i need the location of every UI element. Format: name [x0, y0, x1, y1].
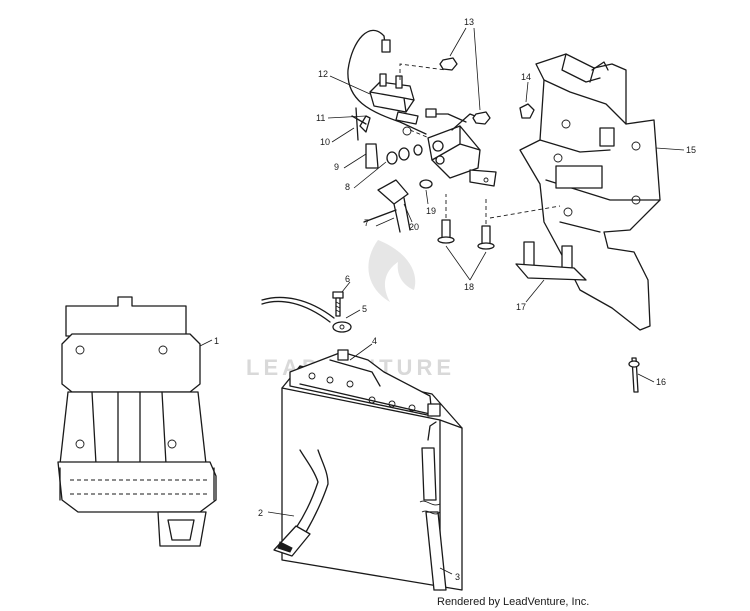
- callout-6: 6: [345, 274, 350, 284]
- callout-14: 14: [521, 72, 531, 82]
- vent-hose-and-bolt: [261, 291, 352, 333]
- callout-7: 7: [364, 218, 369, 228]
- callout-9: 9: [334, 162, 339, 172]
- callout-13: 13: [464, 17, 474, 27]
- callout-18: 18: [464, 282, 474, 292]
- callout-2: 2: [258, 508, 263, 518]
- rendered-by-footer: Rendered by LeadVenture, Inc.: [437, 596, 590, 608]
- callout-12: 12: [318, 69, 328, 79]
- callout-8: 8: [345, 182, 350, 192]
- callout-labels: 1 2 3 4 5 6 7 8 9 10 11 12 13 14 15 16 1…: [214, 17, 696, 582]
- battery-holder: [57, 296, 217, 547]
- callout-1: 1: [214, 336, 219, 346]
- callout-11: 11: [316, 113, 325, 123]
- starter-relay-assembly: [347, 29, 497, 250]
- callout-5: 5: [362, 304, 367, 314]
- callout-15: 15: [686, 145, 696, 155]
- battery-cable-negative: [273, 449, 329, 557]
- callout-19: 19: [426, 206, 436, 216]
- battery: [281, 349, 463, 591]
- callout-20: 20: [409, 222, 419, 232]
- callout-17: 17: [516, 302, 526, 312]
- callout-leaders: [199, 27, 685, 575]
- callout-10: 10: [320, 137, 330, 147]
- mounting-bracket: [489, 53, 661, 393]
- watermark-flame-icon: [368, 240, 416, 302]
- callout-16: 16: [656, 377, 666, 387]
- callout-4: 4: [372, 336, 377, 346]
- battery-cable-positive: [419, 421, 447, 591]
- callout-3: 3: [455, 572, 460, 582]
